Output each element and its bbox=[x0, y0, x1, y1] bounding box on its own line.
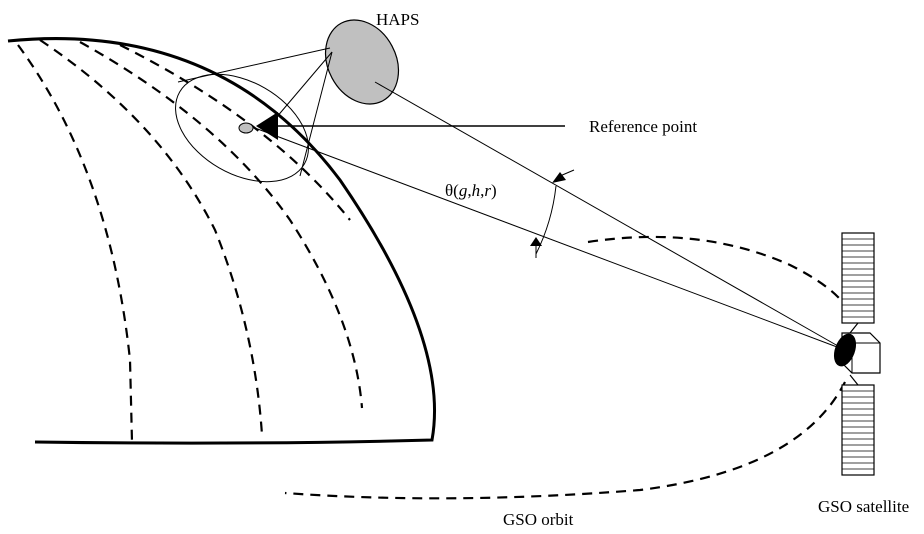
angle-arrowhead-bottom bbox=[530, 237, 542, 246]
meridian-2 bbox=[39, 39, 264, 436]
satellite-antenna bbox=[833, 333, 857, 367]
solar-panel-top bbox=[841, 232, 875, 324]
angle-label: θ(g,h,r) bbox=[445, 181, 497, 200]
haps-beam-right bbox=[299, 51, 333, 177]
gso-orbit-upper bbox=[587, 235, 846, 306]
haps-beam-center bbox=[269, 51, 333, 126]
gso-satellite-label: GSO satellite bbox=[818, 497, 909, 516]
solar-panel-bottom bbox=[841, 384, 875, 476]
angle-arrowhead-top bbox=[552, 172, 566, 183]
haps-footprint bbox=[175, 73, 309, 183]
angle-arc bbox=[535, 185, 557, 255]
gso-orbit-lower bbox=[284, 381, 846, 500]
gso-orbit-label: GSO orbit bbox=[503, 510, 574, 529]
haps-beam-left bbox=[177, 47, 331, 83]
earth-outline bbox=[7, 37, 436, 445]
line-haps-to-satellite bbox=[374, 81, 846, 351]
angle-tick-top bbox=[559, 169, 575, 177]
line-reference-to-satellite bbox=[254, 127, 846, 351]
reference-point-marker bbox=[238, 122, 254, 134]
meridian-1 bbox=[17, 44, 134, 443]
haps-platform bbox=[324, 19, 400, 105]
reference-pointer-arrowhead bbox=[256, 112, 278, 140]
meridian-3 bbox=[79, 41, 364, 409]
haps-label: HAPS bbox=[376, 10, 419, 29]
reference-point-label: Reference point bbox=[589, 117, 697, 136]
